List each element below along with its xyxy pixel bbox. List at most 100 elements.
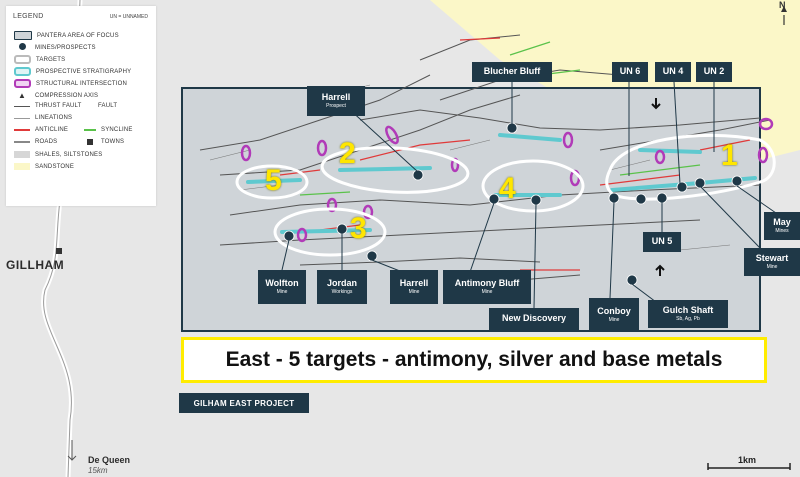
label-gulch-shaft: Gulch Shaft Sb, Ag, Pb bbox=[648, 300, 728, 328]
label-main: UN 6 bbox=[619, 66, 641, 77]
legend-item-towns: TOWNS bbox=[84, 139, 124, 145]
legend-label: SANDSTONE bbox=[35, 163, 75, 170]
legend-item-stratigraphy: PROSPECTIVE STRATIGRAPHY bbox=[14, 67, 131, 76]
legend-note: UN = UNNAMED bbox=[109, 14, 148, 20]
label-sub: Mine bbox=[481, 288, 493, 295]
legend-label: PROSPECTIVE STRATIGRAPHY bbox=[36, 68, 132, 75]
target-swatch bbox=[14, 55, 31, 64]
label-main: Blucher Bluff bbox=[483, 66, 541, 77]
thrust-fault-swatch bbox=[14, 105, 30, 107]
sandstone-swatch bbox=[14, 163, 30, 170]
label-main: May bbox=[773, 217, 791, 228]
label-antimony-bluff: Antimony Bluff Mine bbox=[443, 270, 531, 304]
label-conboy: Conboy Mine bbox=[589, 298, 639, 332]
legend-item-roads: ROADS bbox=[14, 139, 57, 145]
label-main: UN 2 bbox=[703, 66, 725, 77]
town-de-queen-distance: 15km bbox=[88, 466, 108, 475]
label-may: May Mines bbox=[764, 212, 800, 240]
arrow-up-icon: ▲ bbox=[17, 91, 27, 100]
lineation-swatch bbox=[14, 117, 30, 119]
label-sub: Mine bbox=[608, 316, 620, 323]
legend-item-anticline: ANTICLINE bbox=[14, 127, 68, 133]
label-main: Jordan bbox=[326, 278, 357, 289]
label-sub: Prospect bbox=[326, 102, 346, 109]
label-sub: Sb, Ag, Pb bbox=[676, 315, 700, 322]
legend-item-mines: MINES/PROSPECTS bbox=[14, 43, 96, 52]
legend-label: COMPRESSION AXIS bbox=[35, 92, 99, 99]
mine-markers bbox=[283, 122, 743, 286]
town-de-queen: De Queen bbox=[88, 455, 131, 465]
legend-label: SHALES, SILTSTONES bbox=[35, 151, 103, 158]
legend: LEGEND UN = UNNAMED PANTERA AREA OF FOCU… bbox=[6, 6, 156, 206]
scale-label: 1km bbox=[738, 455, 757, 465]
legend-label: ROADS bbox=[35, 139, 58, 145]
label-main: Harrell bbox=[399, 278, 429, 289]
project-label: GILHAM EAST PROJECT bbox=[179, 393, 309, 413]
legend-item-sandstone: SANDSTONE bbox=[14, 163, 74, 170]
compression-arrow-up-icon bbox=[655, 264, 665, 276]
legend-item-syncline: SYNCLINE bbox=[84, 127, 133, 133]
town-gillham: GILLHAM bbox=[6, 258, 65, 272]
town-icon bbox=[87, 139, 93, 145]
target-number-4: 4 bbox=[499, 172, 516, 205]
mine-icon bbox=[14, 43, 30, 52]
legend-label: LINEATIONS bbox=[35, 115, 73, 121]
target-outlines bbox=[235, 133, 776, 257]
town-marker-icon bbox=[56, 248, 62, 254]
label-un5: UN 5 bbox=[643, 232, 681, 252]
target-2-outline bbox=[320, 146, 470, 194]
label-sub: Workings bbox=[331, 288, 353, 295]
legend-item-fault: FAULT bbox=[98, 103, 117, 109]
syncline-swatch bbox=[84, 129, 96, 131]
label-main: Stewart bbox=[755, 253, 789, 264]
legend-item-intersection: STRUCTURAL INTERSECTION bbox=[14, 79, 127, 88]
legend-label: TARGETS bbox=[36, 56, 66, 63]
anticline-swatch bbox=[14, 129, 30, 131]
legend-title: LEGEND bbox=[13, 13, 44, 20]
leader-lines bbox=[281, 81, 777, 309]
label-main: UN 4 bbox=[662, 66, 684, 77]
target-number-3: 3 bbox=[350, 212, 367, 245]
legend-label: STRUCTURAL INTERSECTION bbox=[36, 80, 128, 87]
label-main: Wolfton bbox=[265, 278, 299, 289]
label-un4: UN 4 bbox=[655, 62, 691, 82]
legend-label: PANTERA AREA OF FOCUS bbox=[37, 32, 119, 39]
label-wolfton: Wolfton Mine bbox=[258, 270, 306, 304]
label-main: Conboy bbox=[597, 306, 631, 317]
compass-label: N bbox=[779, 0, 786, 10]
label-stewart: Stewart Mine bbox=[744, 248, 800, 276]
label-sub: Mine bbox=[276, 288, 288, 295]
intersection-swatch bbox=[14, 79, 31, 88]
label-sub: Mines bbox=[775, 227, 789, 234]
map-caption: East - 5 targets - antimony, silver and … bbox=[181, 337, 767, 383]
label-harrell-mine: Harrell Mine bbox=[390, 270, 438, 304]
label-un2: UN 2 bbox=[696, 62, 732, 82]
target-4-outline bbox=[481, 159, 585, 213]
target-number-1: 1 bbox=[721, 139, 738, 172]
north-arrow-icon bbox=[781, 6, 787, 25]
legend-item-shales: SHALES, SILTSTONES bbox=[14, 151, 102, 158]
target-5-outline bbox=[235, 164, 309, 200]
label-main: Gulch Shaft bbox=[662, 305, 714, 316]
legend-label: MINES/PROSPECTS bbox=[35, 44, 96, 51]
legend-label: THRUST FAULT bbox=[35, 103, 82, 109]
label-sub: Mine bbox=[766, 263, 778, 270]
shales-swatch bbox=[14, 151, 30, 158]
legend-item-targets: TARGETS bbox=[14, 55, 65, 64]
legend-item-thrust: THRUST FAULT bbox=[14, 103, 82, 109]
legend-label: FAULT bbox=[98, 103, 118, 109]
label-main: Harrell bbox=[321, 92, 351, 103]
area-swatch bbox=[14, 31, 32, 40]
label-blucher-bluff: Blucher Bluff bbox=[472, 62, 552, 82]
label-main: UN 5 bbox=[651, 236, 673, 247]
legend-item-compression: ▲ COMPRESSION AXIS bbox=[14, 91, 98, 100]
target-number-2: 2 bbox=[339, 137, 356, 170]
compression-arrow-down-icon bbox=[651, 98, 661, 110]
label-new-discovery: New Discovery bbox=[489, 308, 579, 330]
road-swatch bbox=[14, 141, 30, 143]
arrow-down-icon bbox=[67, 440, 77, 461]
label-main: New Discovery bbox=[501, 313, 567, 324]
target-3-outline bbox=[273, 207, 387, 257]
label-jordan: Jordan Workings bbox=[317, 270, 367, 304]
label-sub: Mine bbox=[408, 288, 420, 295]
